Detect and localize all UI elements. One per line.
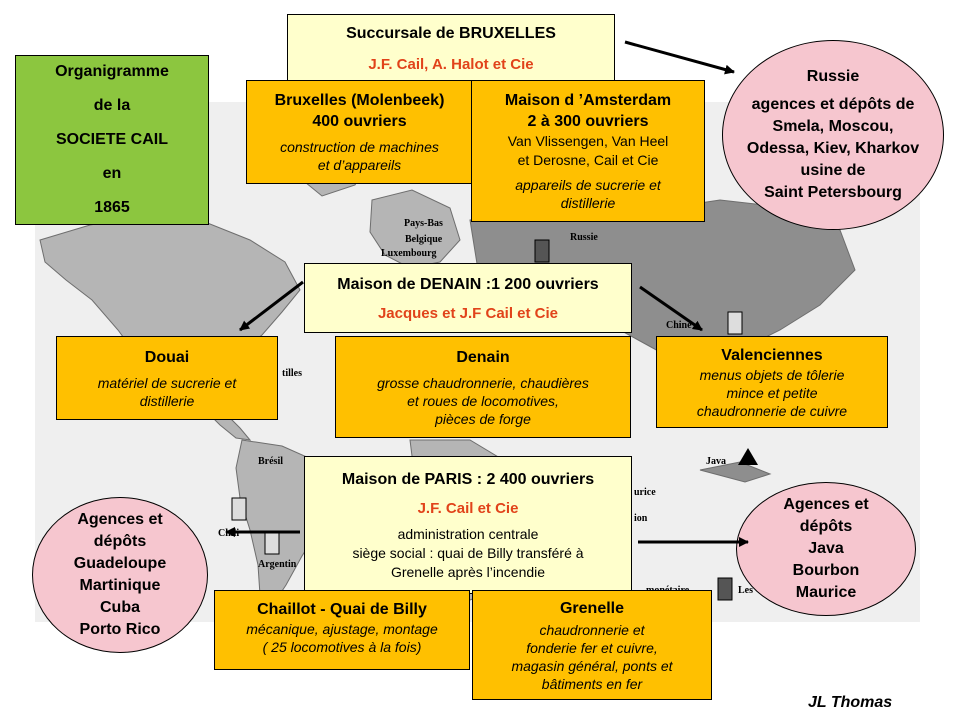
label-pays-bas: Pays-Bas [404,218,443,229]
label-java: Java [706,456,726,467]
douai-title: Douai [144,348,190,366]
denain-house-owners: Jacques et J.F Cail et Cie [377,305,559,322]
map-java-island [699,461,772,483]
organigram-line-5: 1865 [94,199,130,216]
chaillot-desc-1: mécanique, ajustage, montage [246,621,438,637]
bruxelles-branch-title: Succursale de BRUXELLES [346,25,556,42]
argentina-depot-marker [264,531,280,555]
grenelle-desc-2: fonderie fer et cuivre, [526,639,658,656]
molenbeek-desc-2: et d’appareils [317,157,402,173]
denain-house-title: Maison de DENAIN :1 200 ouvriers [337,276,599,293]
java-line-5: Maurice [795,584,857,601]
organigram-line-2: de la [93,97,131,114]
antilles-line-2: dépôts [93,533,147,550]
antilles-line-6: Porto Rico [79,621,161,638]
denain-desc-1: grosse chaudronnerie, chaudières [377,374,589,391]
java-agencies-ellipse: Agences et dépôts Java Bourbon Maurice [736,482,916,616]
label-reunion: ion [634,513,648,524]
organigram-line-3: SOCIETE CAIL [55,131,168,148]
label-chine: Chine [666,320,692,331]
chaillot-desc-2: ( 25 locomotives à la fois) [262,639,422,655]
douai-box: Douai matériel de sucrerie et distilleri… [56,336,278,420]
molenbeek-title-2: 400 ouvriers [312,113,407,130]
label-antilles: tilles [282,368,302,379]
chaillot-box: Chaillot - Quai de Billy mécanique, ajus… [214,590,470,670]
molenbeek-desc-1: construction de machines [280,139,439,155]
valenciennes-desc-3: chaudronnerie de cuivre [696,402,848,419]
grenelle-desc-1: chaudronnerie et [539,621,645,638]
valenciennes-box: Valenciennes menus objets de tôlerie min… [656,336,888,428]
grenelle-title: Grenelle [559,599,625,617]
molenbeek-box: Bruxelles (Molenbeek) 400 ouvriers const… [246,80,473,184]
valenciennes-desc-1: menus objets de tôlerie [699,366,845,383]
label-russie: Russie [570,232,598,243]
grenelle-desc-3: magasin général, ponts et [511,657,673,674]
russia-agencies-ellipse: Russie agences et dépôts de Smela, Mosco… [722,40,944,230]
russia-line-5: Saint Petersbourg [764,184,902,201]
map-markers [231,239,758,601]
russia-line-1: agences et dépôts de [751,96,915,113]
denain-box: Denain grosse chaudronnerie, chaudières … [335,336,631,438]
label-belgique: Belgique [405,234,443,245]
antilles-line-1: Agences et [77,511,163,528]
bruxelles-branch-box: Succursale de BRUXELLES J.F. Cail, A. Ha… [287,14,615,88]
java-triangle-marker [738,448,758,465]
label-maurice: urice [634,487,656,498]
grenelle-desc-4: bâtiments en fer [541,675,643,692]
bruxelles-branch-owners: J.F. Cail, A. Halot et Cie [368,56,534,73]
denain-desc-2: et roues de locomotives, [407,392,559,409]
java-line-1: Agences et [783,496,869,513]
amsterdam-desc-1: appareils de sucrerie et [515,177,661,193]
antilles-agencies-ellipse: Agences et dépôts Guadeloupe Martinique … [32,497,208,653]
amsterdam-partners-1: Van Vlissengen, Van Heel [507,133,669,149]
paris-house-owners: J.F. Cail et Cie [417,499,519,517]
russia-title: Russie [806,68,860,85]
java-line-2: dépôts [799,518,853,535]
grenelle-box: Grenelle chaudronnerie et fonderie fer e… [472,590,712,700]
organigram-line-1: Organigramme [55,63,169,80]
amsterdam-partners-2: et Derosne, Cail et Cie [517,152,659,168]
les-depot-marker [717,577,733,601]
paris-house-line-2: siège social : quai de Billy transféré à [352,544,584,561]
paris-house-line-3: Grenelle après l’incendie [390,563,546,580]
denain-desc-3: pièces de forge [435,410,531,427]
chile-depot-marker [231,497,247,521]
valenciennes-desc-2: mince et petite [726,384,818,401]
russia-line-3: Odessa, Kiev, Kharkov [746,140,920,157]
amsterdam-desc-2: distillerie [560,195,616,211]
label-chili: Chili [218,528,240,539]
organigram-line-4: en [102,165,122,182]
russia-line-4: usine de [800,162,866,179]
antilles-line-3: Guadeloupe [73,555,167,572]
douai-desc-2: distillerie [139,392,195,409]
amsterdam-title-2: 2 à 300 ouvriers [527,113,649,130]
label-luxembourg: Luxembourg [381,248,437,259]
label-les: Les [738,585,753,596]
denain-title: Denain [456,348,510,366]
douai-desc-1: matériel de sucrerie et [97,374,237,391]
russia-depot-marker [534,239,550,263]
organigram-title-box: Organigramme de la SOCIETE CAIL en 1865 [15,55,209,225]
chaillot-title: Chaillot - Quai de Billy [257,601,427,618]
amsterdam-box: Maison d ’Amsterdam 2 à 300 ouvriers Van… [471,80,705,222]
antilles-line-4: Martinique [79,577,161,594]
map-europe [369,189,461,269]
denain-house-box: Maison de DENAIN :1 200 ouvriers Jacques… [304,263,632,333]
antilles-line-5: Cuba [100,599,140,616]
label-argentine: Argentin [258,559,297,570]
paris-house-line-1: administration centrale [397,525,539,542]
valenciennes-title: Valenciennes [721,346,823,364]
china-depot-marker [727,311,743,335]
paris-house-title: Maison de PARIS : 2 400 ouvriers [341,470,595,488]
molenbeek-title-1: Bruxelles (Molenbeek) [274,92,445,109]
author-signature: JL Thomas [808,694,893,711]
java-line-3: Java [808,540,844,557]
paris-house-box: Maison de PARIS : 2 400 ouvriers J.F. Ca… [304,456,632,594]
russia-line-2: Smela, Moscou, [772,118,894,135]
label-bresil: Brésil [258,456,283,467]
amsterdam-title-1: Maison d ’Amsterdam [504,92,672,109]
java-line-4: Bourbon [792,562,860,579]
